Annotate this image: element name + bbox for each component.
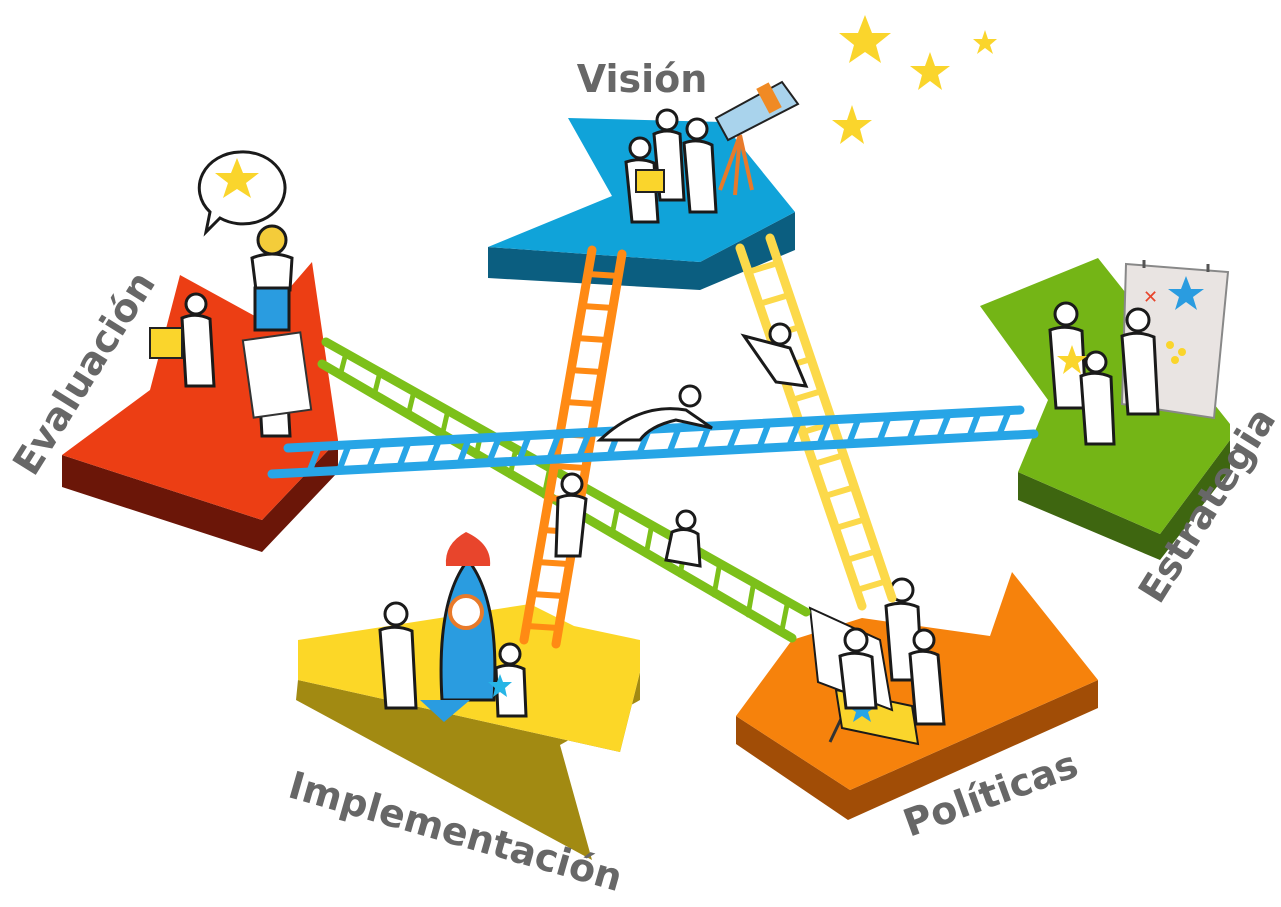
folder <box>149 327 183 359</box>
star-icon <box>839 15 891 63</box>
crawling-person-head <box>678 384 702 408</box>
telescope-icon <box>714 80 800 196</box>
star-icon <box>973 30 997 54</box>
climbing-person-orange <box>554 493 588 558</box>
clipboard <box>241 331 313 419</box>
policies-people <box>838 577 946 726</box>
rocket-icon <box>420 532 497 722</box>
ladder-orange <box>519 245 627 649</box>
star-icon <box>832 105 872 144</box>
speech-bubble <box>197 150 287 237</box>
star-icon-group <box>832 15 997 144</box>
climber-figures <box>554 322 809 568</box>
climbing-person-yellow <box>740 333 809 388</box>
strategy-people <box>1048 301 1160 446</box>
star-icon <box>1168 276 1204 310</box>
star-icon <box>215 158 259 198</box>
map-sheet <box>635 169 665 193</box>
star-icon <box>910 52 950 90</box>
vision-label: Visión <box>577 57 708 101</box>
implementation-people <box>378 601 528 718</box>
sitting-person-green <box>664 527 702 568</box>
crawling-person <box>596 407 713 442</box>
star-icon <box>1057 345 1087 374</box>
star-icon <box>488 674 512 697</box>
x-mark: ✕ <box>1143 287 1158 308</box>
